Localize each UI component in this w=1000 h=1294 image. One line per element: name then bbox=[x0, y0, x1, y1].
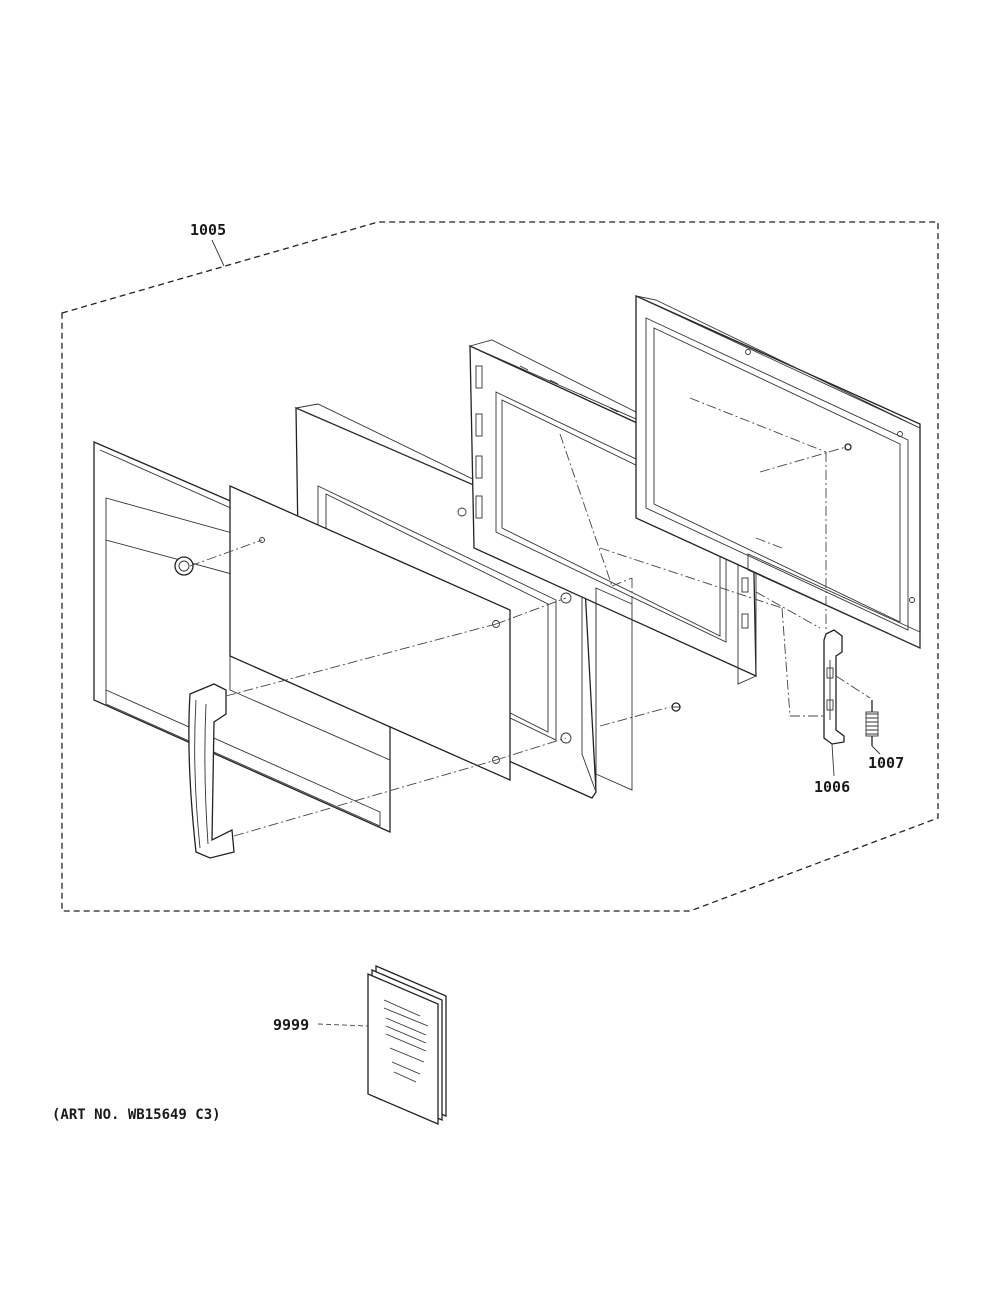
hinge-spring bbox=[865, 700, 879, 746]
hinge-bracket bbox=[823, 629, 845, 745]
leader-1007 bbox=[871, 745, 881, 755]
label-9999: 9999 bbox=[273, 1016, 309, 1034]
art-number-caption: (ART NO. WB15649 C3) bbox=[52, 1107, 221, 1123]
label-1005: 1005 bbox=[190, 221, 226, 239]
assembly-boundary bbox=[61, 221, 939, 912]
leader-1005 bbox=[211, 239, 225, 267]
screw-left bbox=[671, 702, 681, 712]
label-1007: 1007 bbox=[868, 754, 904, 772]
screw-right bbox=[844, 443, 852, 451]
alignment-lines bbox=[189, 397, 871, 837]
owners-manual bbox=[367, 965, 447, 1125]
leader-1006 bbox=[831, 743, 835, 777]
label-1006: 1006 bbox=[814, 778, 850, 796]
door-handle bbox=[188, 683, 235, 859]
window-glass bbox=[229, 485, 511, 781]
leader-9999 bbox=[317, 1023, 369, 1027]
rear-door-frame bbox=[635, 294, 921, 650]
dial-knob-icon bbox=[174, 556, 194, 576]
